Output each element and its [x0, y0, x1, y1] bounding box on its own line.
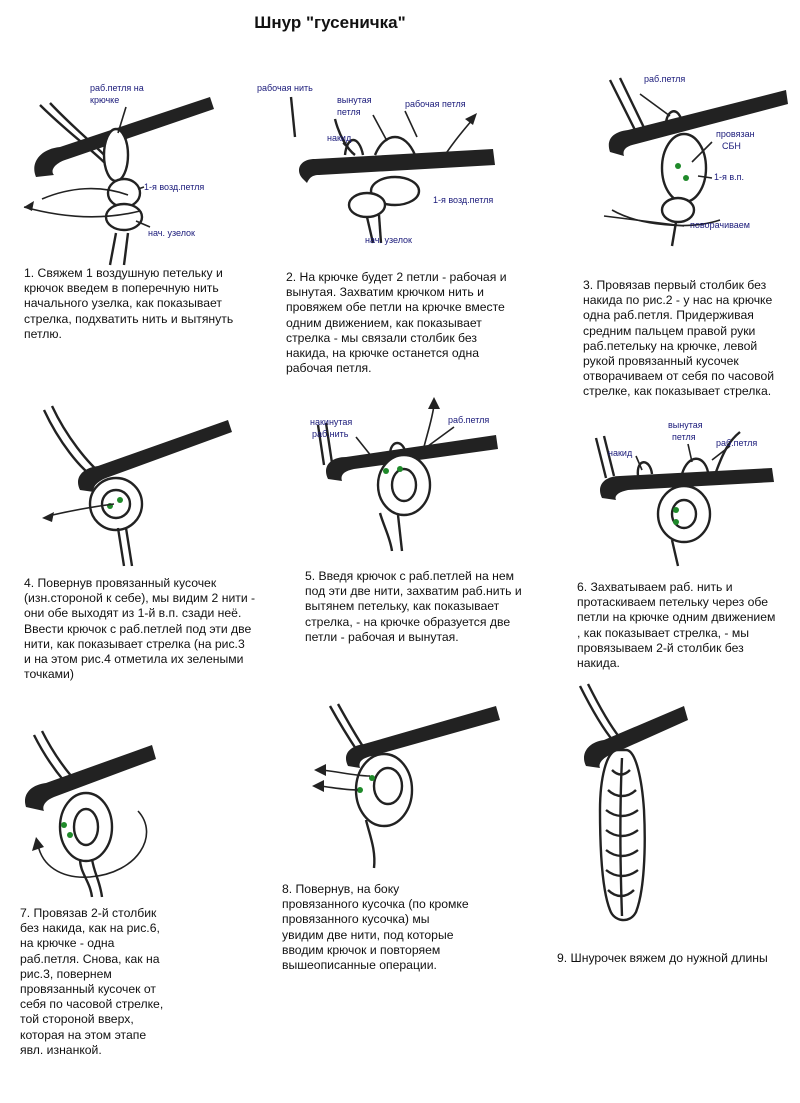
label-yarn-over-line1: накинутая [310, 417, 352, 427]
crochet-hook [345, 706, 500, 768]
step-6-caption: 6. Захватываем раб. нить и протаскиваем … [577, 580, 776, 671]
step-1-illustration: раб.петля на крючке 1-я возд.петля нач. … [23, 83, 214, 266]
crochet-hook [78, 420, 232, 492]
crochet-hook [24, 745, 156, 811]
step-1-caption: 1. Свяжем 1 воздушную петельку и крючок … [24, 266, 234, 341]
label-pulled-loop-line2: петля [337, 107, 361, 117]
step-4-caption: 4. Повернув провязанный кусочек (изн.сто… [24, 576, 256, 682]
label-working-loop: рабочая петля [405, 99, 466, 109]
step-7-caption: 7. Провязав 2-й столбик без накида, как … [20, 906, 164, 1057]
label-turn: поворачиваем [690, 220, 750, 230]
label-working-loop: раб.петля [644, 74, 685, 84]
step-4-illustration [42, 405, 232, 567]
label-yarn-over: накид [327, 133, 352, 143]
label-yarn-over-line2: раб.нить [312, 429, 349, 439]
step-7-illustration [24, 730, 156, 898]
label-first-chain: 1-я в.п. [714, 172, 744, 182]
label-worked-sc-line1: провязан [716, 129, 755, 139]
crochet-hook [584, 706, 688, 768]
step-2-caption: 2. На крючке будет 2 петли - рабочая и в… [286, 270, 507, 376]
label-first-chain: 1-я возд.петля [433, 195, 493, 205]
step-3-caption: 3. Провязав первый столбик без накида по… [583, 278, 775, 399]
label-first-chain: 1-я возд.петля [144, 182, 204, 192]
step-8-caption: 8. Повернув, на боку провязанного кусочк… [282, 882, 469, 973]
label-working-loop-line2: крючке [90, 95, 119, 105]
label-pulled-loop-line1: вынутая [337, 95, 372, 105]
crochet-hook [608, 90, 788, 156]
crochet-hook [600, 468, 774, 500]
step-8-illustration [312, 703, 500, 869]
step-9-caption: 9. Шнурочек вяжем до нужной длины [557, 951, 768, 965]
step-2-illustration: рабочая нить вынутая петля рабочая петля… [257, 83, 495, 245]
label-slip-knot: нач. узелок [365, 235, 412, 245]
label-working-loop-line1: раб.петля на [90, 83, 144, 93]
step-5-caption: 5. Введя крючок с раб.петлей на нем под … [305, 569, 522, 644]
label-working-yarn: рабочая нить [257, 83, 313, 93]
step-9-illustration [578, 683, 688, 922]
label-pulled-loop-line2: петля [672, 432, 696, 442]
step-5-illustration: накинутая раб.нить раб.петля [310, 397, 498, 552]
label-working-loop: раб.петля [448, 415, 489, 425]
label-working-loop: раб.петля [716, 438, 757, 448]
step-3-illustration: раб.петля провязан СБН 1-я в.п. поворачи… [603, 74, 788, 247]
label-worked-sc-line2: СБН [722, 141, 741, 151]
step-6-illustration: вынутая петля раб.петля накид [594, 420, 774, 567]
page-title: Шнур "гусеничка" [254, 13, 406, 32]
label-pulled-loop-line1: вынутая [668, 420, 703, 430]
label-yarn-over: накид [608, 448, 633, 458]
label-slip-knot: нач. узелок [148, 228, 195, 238]
crochet-hook [299, 149, 495, 183]
